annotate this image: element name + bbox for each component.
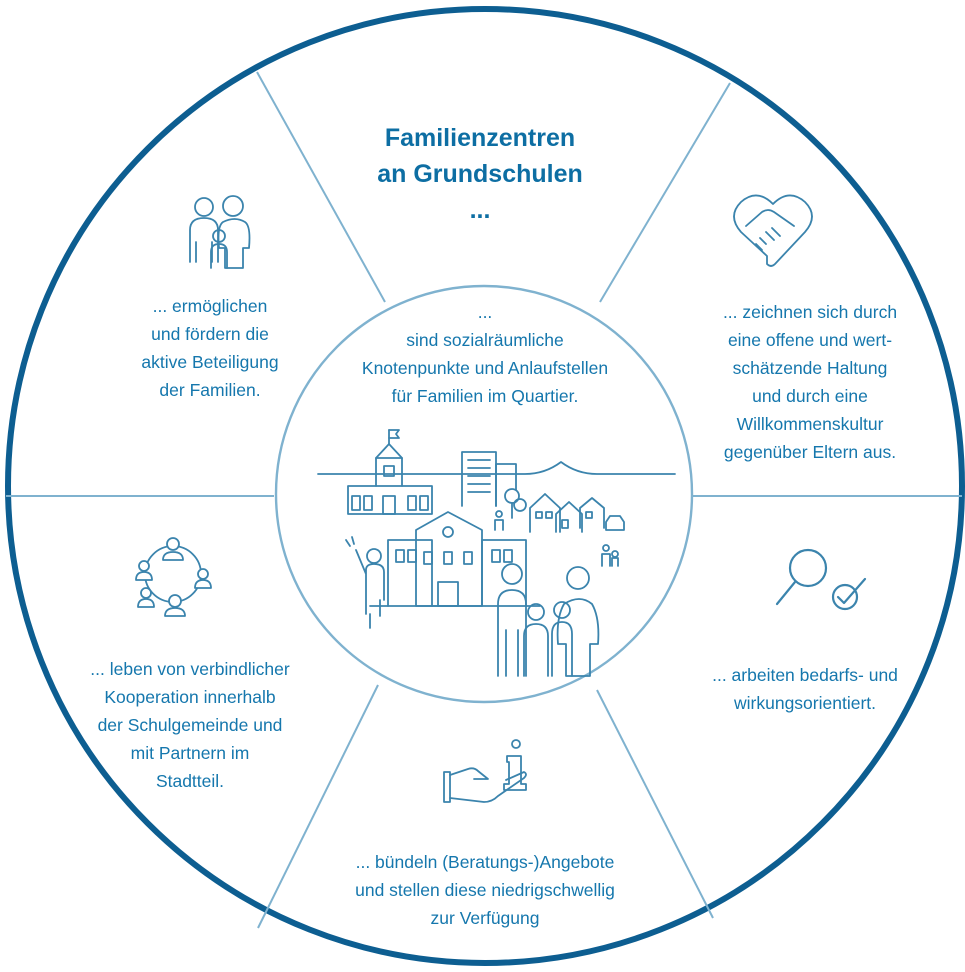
segment-line: mit Partnern im	[130, 743, 250, 763]
segment-line: schätzende Haltung	[732, 358, 888, 378]
segment-line: ... ermöglichen	[152, 296, 268, 316]
segment-line: und stellen diese niedrigschwellig	[355, 880, 615, 900]
segment-line: und fördern die	[151, 324, 269, 344]
segment-dividers	[6, 71, 962, 929]
segment-offers-text: ... bündeln (Beratungs-)Angebote und ste…	[315, 848, 655, 932]
segment-line: der Familien.	[159, 380, 261, 400]
magnifier-check-icon	[775, 548, 867, 611]
outer-ring	[5, 6, 965, 966]
segment-line: Kooperation innerhalb	[104, 687, 276, 707]
diagram-title: Familienzentren an Grundschulen ...	[330, 120, 630, 228]
segment-line: gegenüber Eltern aus.	[723, 442, 897, 462]
title-line-3: ...	[469, 196, 491, 224]
segment-line: aktive Beteiligung	[141, 352, 279, 372]
segment-needs-text: ... arbeiten bedarfs- und wirkungsorient…	[655, 661, 955, 717]
segment-cooperation-text: ... leben von verbindlicher Kooperation …	[55, 655, 325, 795]
school-neighborhood-illustration	[317, 429, 676, 677]
segment-line: Stadtteil.	[155, 771, 225, 791]
center-line: Knotenpunkte und Anlaufstellen	[361, 358, 609, 378]
center-line: für Familien im Quartier.	[391, 386, 579, 406]
inner-circle	[274, 284, 694, 704]
hand-info-icon	[443, 739, 527, 803]
segment-attitude-text: ... zeichnen sich durch eine offene und …	[660, 298, 960, 466]
segment-line: ... leben von verbindlicher	[90, 659, 290, 679]
segment-line: zur Verfügung	[430, 908, 540, 928]
segment-line: ... arbeiten bedarfs- und	[712, 665, 898, 685]
title-line-2: an Grundschulen	[377, 160, 583, 188]
center-line: sind sozialräumliche	[406, 330, 564, 350]
segment-line: ... zeichnen sich durch	[722, 302, 898, 322]
segment-line: wirkungsorientiert.	[734, 693, 876, 713]
segment-line: ... bündeln (Beratungs-)Angebote	[355, 852, 615, 872]
segment-line: Willkommenskultur	[736, 414, 884, 434]
segment-line: der Schulgemeinde und	[97, 715, 283, 735]
segment-participation-text: ... ermöglichen und fördern die aktive B…	[80, 292, 340, 404]
segment-line: und durch eine	[752, 386, 868, 406]
title-line-1: Familienzentren	[384, 124, 576, 152]
center-text: ... sind sozialräumliche Knotenpunkte un…	[300, 298, 670, 410]
segment-line: eine offene und wert-	[727, 330, 893, 350]
family-icon	[189, 195, 251, 269]
people-circle-network-icon	[135, 537, 212, 617]
center-line: ...	[477, 302, 493, 322]
heart-handshake-icon	[733, 194, 813, 267]
